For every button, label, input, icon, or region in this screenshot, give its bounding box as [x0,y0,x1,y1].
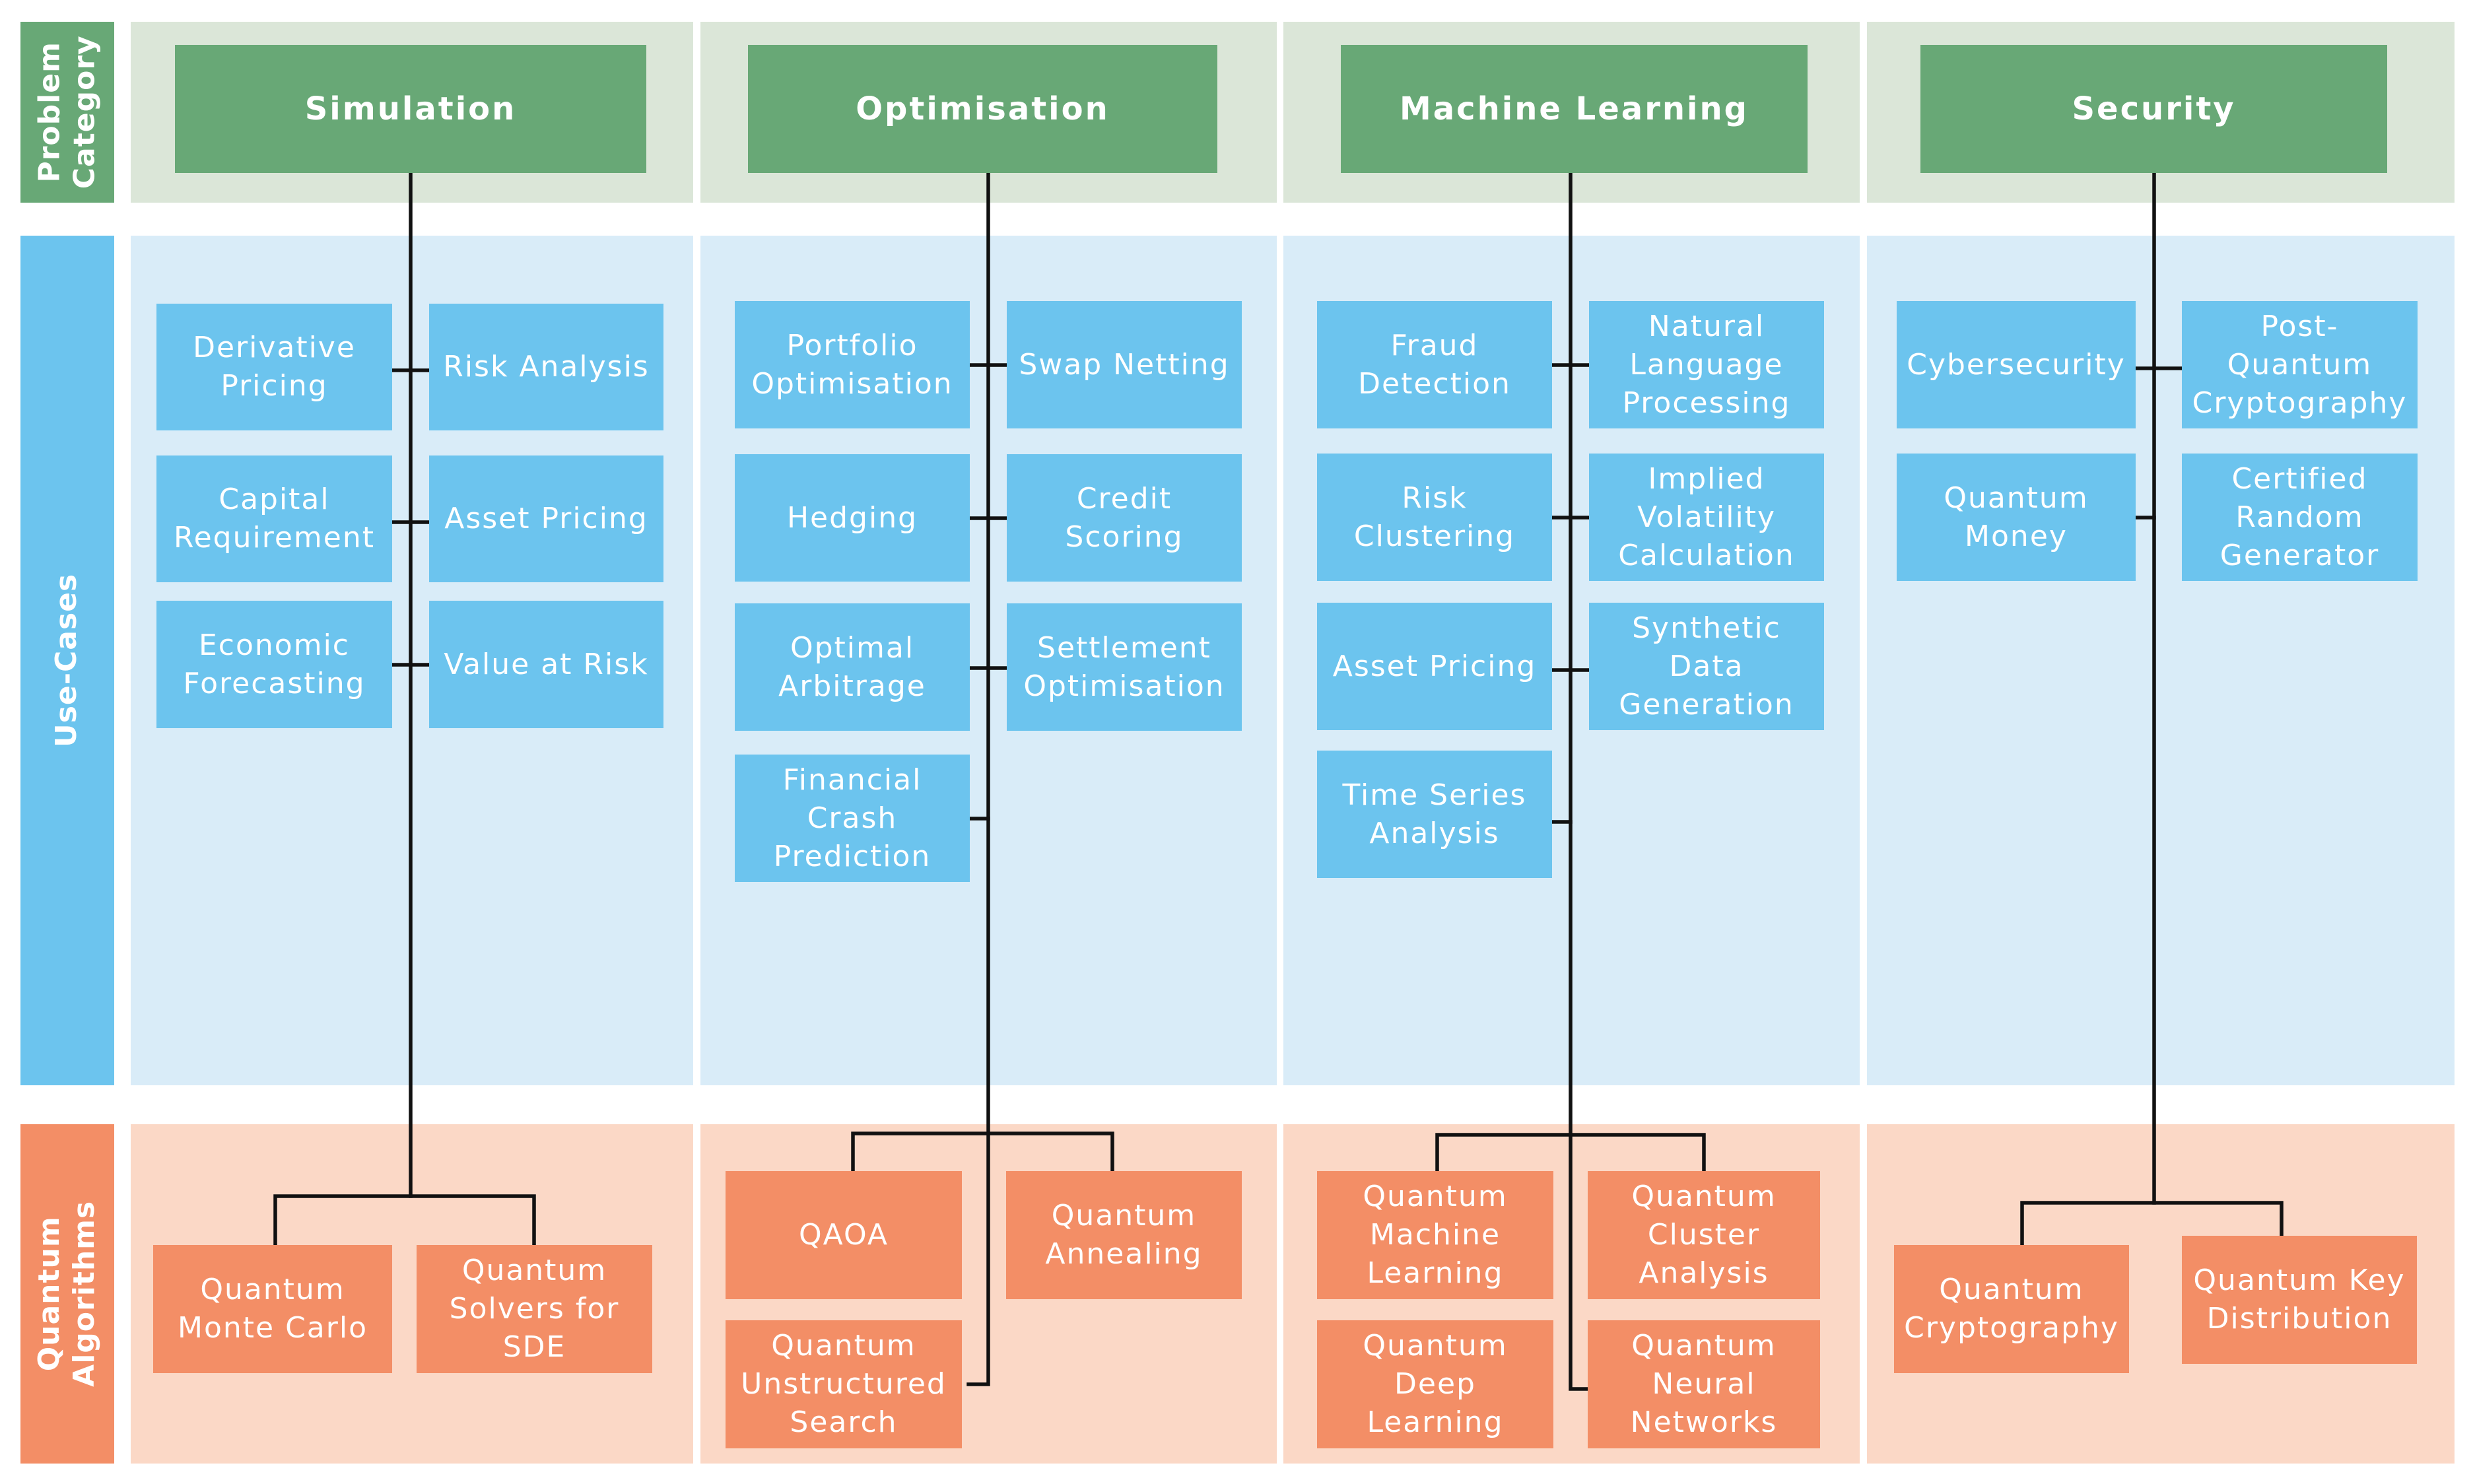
usecase-cybersecurity: Cybersecurity [1897,301,2136,428]
algorithm-quantum-solvers-sde: Quantum Solvers for SDE [417,1245,652,1373]
usecase-asset-pricing: Asset Pricing [429,455,663,582]
usecase-time-series-analysis: Time Series Analysis [1317,751,1552,878]
usecase-derivative-pricing: Derivative Pricing [156,304,392,430]
row-label-problem-text: Problem Category [32,35,101,189]
algorithm-quantum-unstructured-search: Quantum Unstructured Search [726,1320,962,1448]
category-security: Security [1920,45,2387,173]
row-label-quantum-algorithms: Quantum Algorithms [20,1124,114,1464]
category-machine-learning: Machine Learning [1341,45,1808,173]
usecase-asset-pricing-ml: Asset Pricing [1317,603,1552,730]
algorithm-quantum-key-distribution: Quantum Key Distribution [2182,1236,2417,1364]
category-optimisation: Optimisation [748,45,1217,173]
usecase-settlement-optimisation: Settlement Optimisation [1007,603,1242,731]
category-simulation: Simulation [175,45,646,173]
row-label-problem-category: Problem Category [20,22,114,203]
usecase-hedging: Hedging [735,454,970,582]
algorithm-quantum-machine-learning: Quantum Machine Learning [1317,1171,1553,1299]
usecase-economic-forecasting: Economic Forecasting [156,601,392,728]
usecase-post-quantum-cryptography: Post- Quantum Cryptography [2182,301,2418,428]
usecase-risk-analysis: Risk Analysis [429,304,663,430]
algorithm-quantum-annealing: Quantum Annealing [1006,1171,1242,1299]
usecase-implied-volatility-calculation: Implied Volatility Calculation [1589,454,1824,581]
usecase-natural-language-processing: Natural Language Processing [1589,301,1824,428]
usecase-quantum-money: Quantum Money [1897,454,2136,581]
algorithm-quantum-monte-carlo: Quantum Monte Carlo [153,1245,392,1373]
usecase-credit-scoring: Credit Scoring [1007,454,1242,582]
usecase-synthetic-data-generation: Synthetic Data Generation [1589,603,1824,730]
usecase-financial-crash-prediction: Financial Crash Prediction [735,755,970,882]
usecase-value-at-risk: Value at Risk [429,601,663,728]
usecase-portfolio-optimisation: Portfolio Optimisation [735,301,970,428]
usecase-certified-random-generator: Certified Random Generator [2182,454,2418,581]
usecase-capital-requirement: Capital Requirement [156,455,392,582]
row-label-use-cases: Use-Cases [20,236,114,1085]
usecase-optimal-arbitrage: Optimal Arbitrage [735,603,970,731]
algorithm-qaoa: QAOA [726,1171,962,1299]
usecase-swap-netting: Swap Netting [1007,301,1242,428]
algorithm-quantum-deep-learning: Quantum Deep Learning [1317,1320,1553,1448]
row-label-algorithms-text: Quantum Algorithms [32,1200,102,1388]
usecase-risk-clustering: Risk Clustering [1317,454,1552,581]
algorithm-quantum-cluster-analysis: Quantum Cluster Analysis [1588,1171,1820,1299]
algorithm-quantum-cryptography: Quantum Cryptography [1894,1245,2129,1373]
algorithm-quantum-neural-networks: Quantum Neural Networks [1588,1320,1820,1448]
row-label-use-cases-text: Use-Cases [50,573,84,748]
usecase-fraud-detection: Fraud Detection [1317,301,1552,428]
